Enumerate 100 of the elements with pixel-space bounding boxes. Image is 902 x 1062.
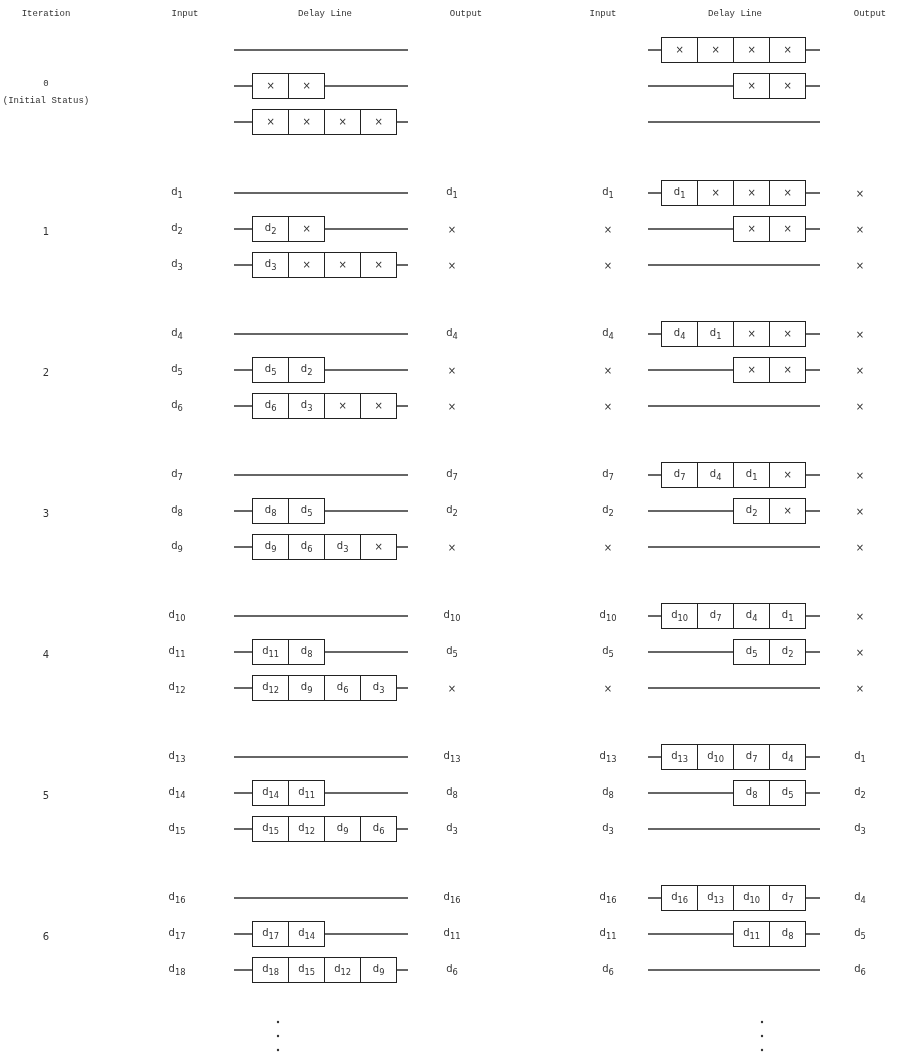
register-cell <box>252 780 290 806</box>
signal-label: d$_{10}$ <box>443 609 461 623</box>
register-cell <box>360 816 398 842</box>
register-cell <box>733 885 771 911</box>
cell-value: × <box>747 365 756 375</box>
cell-value: d$_{5}$ <box>300 504 313 518</box>
signal-label: d$_{6}$ <box>854 963 866 977</box>
register-cell <box>697 885 735 911</box>
cell-value: d$_{3}$ <box>336 540 349 554</box>
register-cell <box>252 957 290 983</box>
cell-value: d$_{15}$ <box>262 822 280 836</box>
signal-label: d$_{5}$ <box>854 927 866 941</box>
cell-value: d$_{13}$ <box>671 750 689 764</box>
register-cell <box>697 37 735 63</box>
signal-label: × <box>855 328 865 340</box>
register-cell <box>769 744 807 770</box>
signal-label: × <box>603 682 613 694</box>
register-cell <box>252 921 290 947</box>
register-cell <box>252 534 290 560</box>
column-header: Delay Line <box>708 9 762 19</box>
column-header: Output <box>449 9 483 19</box>
signal-label: d$_{13}$ <box>443 750 461 764</box>
signal-label: d$_{16}$ <box>443 891 461 905</box>
signal-label: d$_{6}$ <box>446 963 458 977</box>
signal-label: d$_{8}$ <box>446 786 458 800</box>
cell-value: d$_{17}$ <box>262 927 280 941</box>
cell-value: d$_{14}$ <box>262 786 280 800</box>
signal-label: × <box>855 364 865 376</box>
cell-value: d$_{9}$ <box>264 540 277 554</box>
register-cell <box>288 639 326 665</box>
cell-value: d$_{9}$ <box>372 963 385 977</box>
register-cell <box>733 498 771 524</box>
register-cell <box>288 780 326 806</box>
signal-label: d$_{7}$ <box>602 468 614 482</box>
cell-value: d$_{2}$ <box>745 504 758 518</box>
signal-label: d$_{17}$ <box>168 927 186 941</box>
cell-value: × <box>266 117 275 127</box>
register-cell <box>252 675 290 701</box>
register-cell <box>733 639 771 665</box>
signal-label: × <box>855 541 865 553</box>
cell-value: d$_{11}$ <box>298 786 316 800</box>
cell-value: × <box>338 260 347 270</box>
register-cell <box>733 603 771 629</box>
cell-value: × <box>783 45 792 55</box>
cell-value: d$_{3}$ <box>300 399 313 413</box>
cell-value: d$_{6}$ <box>300 540 313 554</box>
signal-label: d$_{1}$ <box>602 186 614 200</box>
signal-label: × <box>855 223 865 235</box>
register-cell <box>769 37 807 63</box>
cell-value: × <box>747 224 756 234</box>
iteration-number: 5 <box>42 789 50 801</box>
register-cell <box>697 321 735 347</box>
cell-value: d$_{6}$ <box>264 399 277 413</box>
register-cell <box>661 744 699 770</box>
register-cell <box>697 744 735 770</box>
signal-label: d$_{11}$ <box>168 645 186 659</box>
cell-value: d$_{14}$ <box>298 927 316 941</box>
cell-value: × <box>302 81 311 91</box>
cell-value: d$_{11}$ <box>262 645 280 659</box>
cell-value: × <box>783 365 792 375</box>
signal-label: d$_{12}$ <box>168 681 186 695</box>
signal-label: × <box>447 541 457 553</box>
cell-value: × <box>747 329 756 339</box>
register-cell <box>360 393 398 419</box>
register-cell <box>252 73 290 99</box>
iteration-number: 6 <box>42 930 50 942</box>
cell-value: d$_{1}$ <box>781 609 794 623</box>
cell-value: × <box>711 45 720 55</box>
register-cell <box>661 885 699 911</box>
register-cell <box>661 321 699 347</box>
register-cell <box>360 534 398 560</box>
iteration-note: (Initial Status) <box>2 96 90 106</box>
register-cell <box>733 216 771 242</box>
register-cell <box>288 957 326 983</box>
cell-value: d$_{5}$ <box>781 786 794 800</box>
cell-value: × <box>302 260 311 270</box>
signal-label: d$_{5}$ <box>171 363 183 377</box>
cell-value: d$_{2}$ <box>781 645 794 659</box>
cell-value: d$_{7}$ <box>673 468 686 482</box>
register-cell <box>769 73 807 99</box>
signal-label: d$_{7}$ <box>446 468 458 482</box>
signal-label: d$_{1}$ <box>446 186 458 200</box>
signal-label: × <box>855 505 865 517</box>
register-cell <box>733 462 771 488</box>
register-cell <box>769 780 807 806</box>
signal-label: × <box>855 469 865 481</box>
cell-value: d$_{3}$ <box>372 681 385 695</box>
signal-label: × <box>603 364 613 376</box>
cell-value: × <box>338 117 347 127</box>
signal-label: × <box>447 223 457 235</box>
signal-label: d$_{4}$ <box>854 891 866 905</box>
cell-value: d$_{12}$ <box>262 681 280 695</box>
cell-value: d$_{2}$ <box>264 222 277 236</box>
register-cell <box>769 216 807 242</box>
cell-value: d$_{10}$ <box>707 750 725 764</box>
register-cell <box>769 639 807 665</box>
register-cell <box>769 357 807 383</box>
signal-label: × <box>447 400 457 412</box>
register-cell <box>252 393 290 419</box>
cell-value: × <box>783 470 792 480</box>
